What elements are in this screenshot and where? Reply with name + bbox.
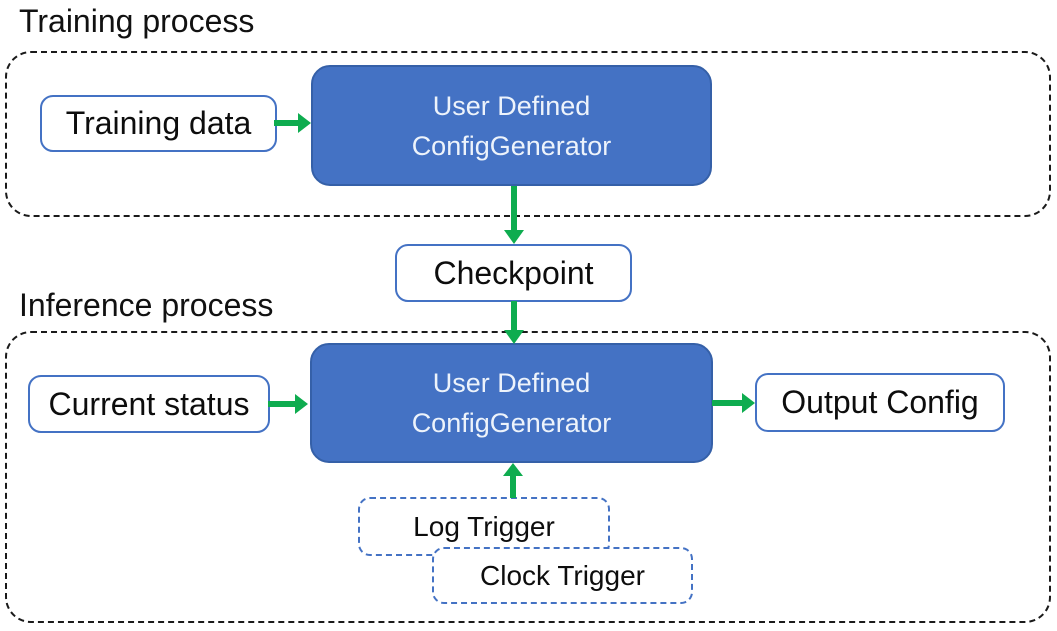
arrow-training-data-to-generator (274, 112, 312, 134)
clock-trigger-box: Clock Trigger (432, 547, 693, 604)
arrow-current-status-to-generator (268, 393, 309, 415)
checkpoint-box: Checkpoint (395, 244, 632, 302)
training-data-box: Training data (40, 95, 277, 152)
inference-config-generator-line2: ConfigGenerator (411, 408, 612, 438)
training-process-title: Training process (19, 3, 255, 39)
arrow-generator-to-checkpoint (503, 186, 525, 244)
current-status-box: Current status (28, 375, 270, 433)
training-config-generator-box: User Defined ConfigGenerator (311, 65, 712, 186)
training-process-container (5, 51, 1051, 217)
arrow-triggers-to-generator (502, 462, 524, 498)
inference-config-generator-box: User Defined ConfigGenerator (310, 343, 713, 463)
training-config-generator-line1: User Defined (432, 90, 591, 121)
inference-process-title: Inference process (19, 287, 274, 323)
log-trigger-box: Log Trigger (358, 497, 610, 556)
arrow-checkpoint-to-inference-generator (503, 301, 525, 344)
arrow-generator-to-output-config (712, 392, 756, 414)
training-config-generator-line2: ConfigGenerator (411, 130, 612, 161)
inference-process-container (5, 331, 1051, 623)
inference-config-generator-line1: User Defined (432, 368, 591, 398)
output-config-box: Output Config (755, 373, 1005, 432)
